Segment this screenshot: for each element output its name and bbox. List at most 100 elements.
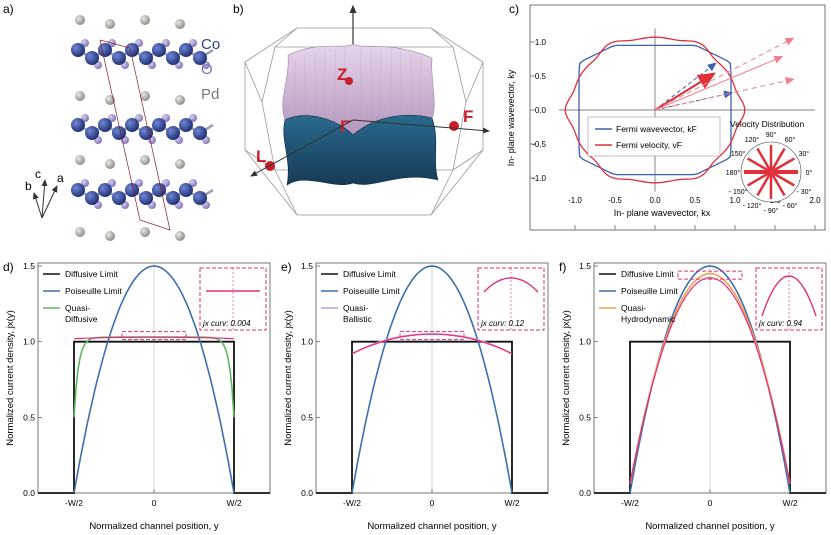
pink-arrow — [654, 37, 795, 111]
o-atom — [135, 114, 143, 122]
l-point-label: L — [256, 147, 266, 166]
o-atom — [135, 39, 143, 47]
co-atom — [85, 191, 99, 205]
ytick-label: 0.5 — [23, 412, 35, 422]
co-atom — [193, 51, 207, 65]
xtick-label: W/2 — [226, 498, 241, 508]
inset-title: Velocity Distribution — [730, 119, 804, 129]
ytick-label: 0.0 — [301, 488, 313, 498]
pd-atom — [140, 91, 150, 101]
co-atom — [139, 191, 153, 205]
polar-angle-label: 90° — [766, 131, 777, 139]
panel-c-ytick-label: 0.0 — [535, 106, 547, 115]
panel-c-ytick-label: 0.5 — [535, 72, 547, 81]
polar-angle-label: - 90° — [764, 207, 779, 215]
kx-axis-arrow — [352, 119, 490, 134]
diffusive-limit-line — [316, 340, 548, 494]
co-atom — [179, 118, 193, 132]
panel-c-legend: Fermi wavevector, kF Fermi velocity, vF — [587, 116, 721, 157]
polar-velocity-bar — [746, 157, 772, 174]
zoom-region-box — [399, 331, 465, 341]
panel-c-frame — [529, 4, 826, 231]
co-atom — [98, 118, 112, 132]
ytick-label: 0.5 — [301, 412, 313, 422]
o-atom — [189, 39, 197, 47]
brillouin-zone-wireframe — [244, 27, 484, 216]
co-atom — [85, 126, 99, 140]
co-atom — [112, 51, 126, 65]
poiseuille-limit-line — [351, 265, 513, 494]
panel-c-xtick-label: 0.0 — [649, 196, 661, 205]
o-atom — [81, 39, 89, 47]
polar-velocity-bar — [770, 170, 796, 187]
polar-velocity-bar — [770, 157, 796, 174]
f-point-marker — [449, 121, 459, 131]
panel-c-fermi-contour: c) -1.0-0.50.00.51.01.52.0-1.0-0.50.00.5… — [506, 2, 826, 231]
polar-velocity-bar — [769, 171, 786, 197]
pd-atom — [140, 227, 150, 237]
co-atom — [166, 126, 180, 140]
inset-box — [755, 267, 823, 331]
crystal-lattice-image — [71, 15, 214, 241]
legend-label: Poiseuille Limit — [343, 286, 400, 296]
polar-velocity-bar — [746, 170, 772, 187]
blue-arrow — [654, 62, 717, 111]
legend-pd-label: Pd — [201, 86, 219, 103]
panel-b-fermi-surface: b) Z Γ — [233, 2, 490, 216]
polar-angle-label: 30° — [799, 150, 810, 158]
pd-atom — [105, 19, 115, 29]
fitted-curve-line — [629, 277, 791, 485]
pink-arrow — [654, 55, 784, 111]
legend-label: Quasi- — [65, 303, 90, 313]
co-atom — [193, 191, 207, 205]
pd-atom — [140, 155, 150, 165]
legend-label: Hydrodynamic — [621, 314, 676, 324]
panel-letter: d) — [3, 260, 14, 274]
panel-c-ylabel: In- plane wavevector, ky — [506, 69, 516, 166]
ky-axis-arrow — [250, 119, 354, 177]
axis-b-label: b — [25, 179, 32, 193]
f-point-label: F — [463, 107, 473, 126]
o-atom — [162, 179, 170, 187]
co-atom — [98, 43, 112, 57]
o-atom — [162, 114, 170, 122]
co-atom — [179, 183, 193, 197]
o-atom — [189, 179, 197, 187]
ytick-label: 0.0 — [579, 488, 591, 498]
co-atom — [193, 126, 207, 140]
polar-velocity-bar — [756, 147, 773, 173]
panel-c-xtick-label: -1.0 — [568, 196, 582, 205]
pd-atom — [175, 19, 185, 29]
xlabel: Normalized channel position, y — [367, 521, 497, 532]
o-atom — [162, 39, 170, 47]
zoom-region-box — [677, 270, 743, 280]
polar-angle-label: 180° — [726, 169, 741, 177]
panel-c-xlabel: In- plane wavevector, kx — [614, 208, 711, 218]
legend-label: Poiseuille Limit — [621, 286, 678, 296]
inset-box — [199, 267, 267, 331]
polar-velocity-bar — [769, 147, 786, 173]
poiseuille-limit-line — [73, 265, 235, 494]
panel-c-ytick-label: -0.5 — [532, 140, 546, 149]
legend-label: Diffusive — [65, 314, 98, 324]
xtick-label: 0 — [430, 498, 435, 508]
pd-atom — [75, 155, 85, 165]
o-atom — [135, 179, 143, 187]
co-atom — [98, 183, 112, 197]
pd-atom — [175, 95, 185, 105]
co-atom — [166, 51, 180, 65]
legend-label: Diffusive Limit — [343, 269, 396, 279]
panel-a-crystal-structure: a) Co O Pd b c a — [3, 2, 220, 241]
o-atom — [108, 114, 116, 122]
panel-letter: e) — [281, 260, 292, 274]
ytick-label: 1.0 — [579, 337, 591, 347]
axis-c-label: c — [35, 167, 41, 181]
polar-angle-label: 120° — [745, 136, 760, 144]
red-arrow — [654, 72, 717, 111]
ytick-label: 1.0 — [23, 337, 35, 347]
co-atom — [85, 51, 99, 65]
co-atom — [125, 118, 139, 132]
